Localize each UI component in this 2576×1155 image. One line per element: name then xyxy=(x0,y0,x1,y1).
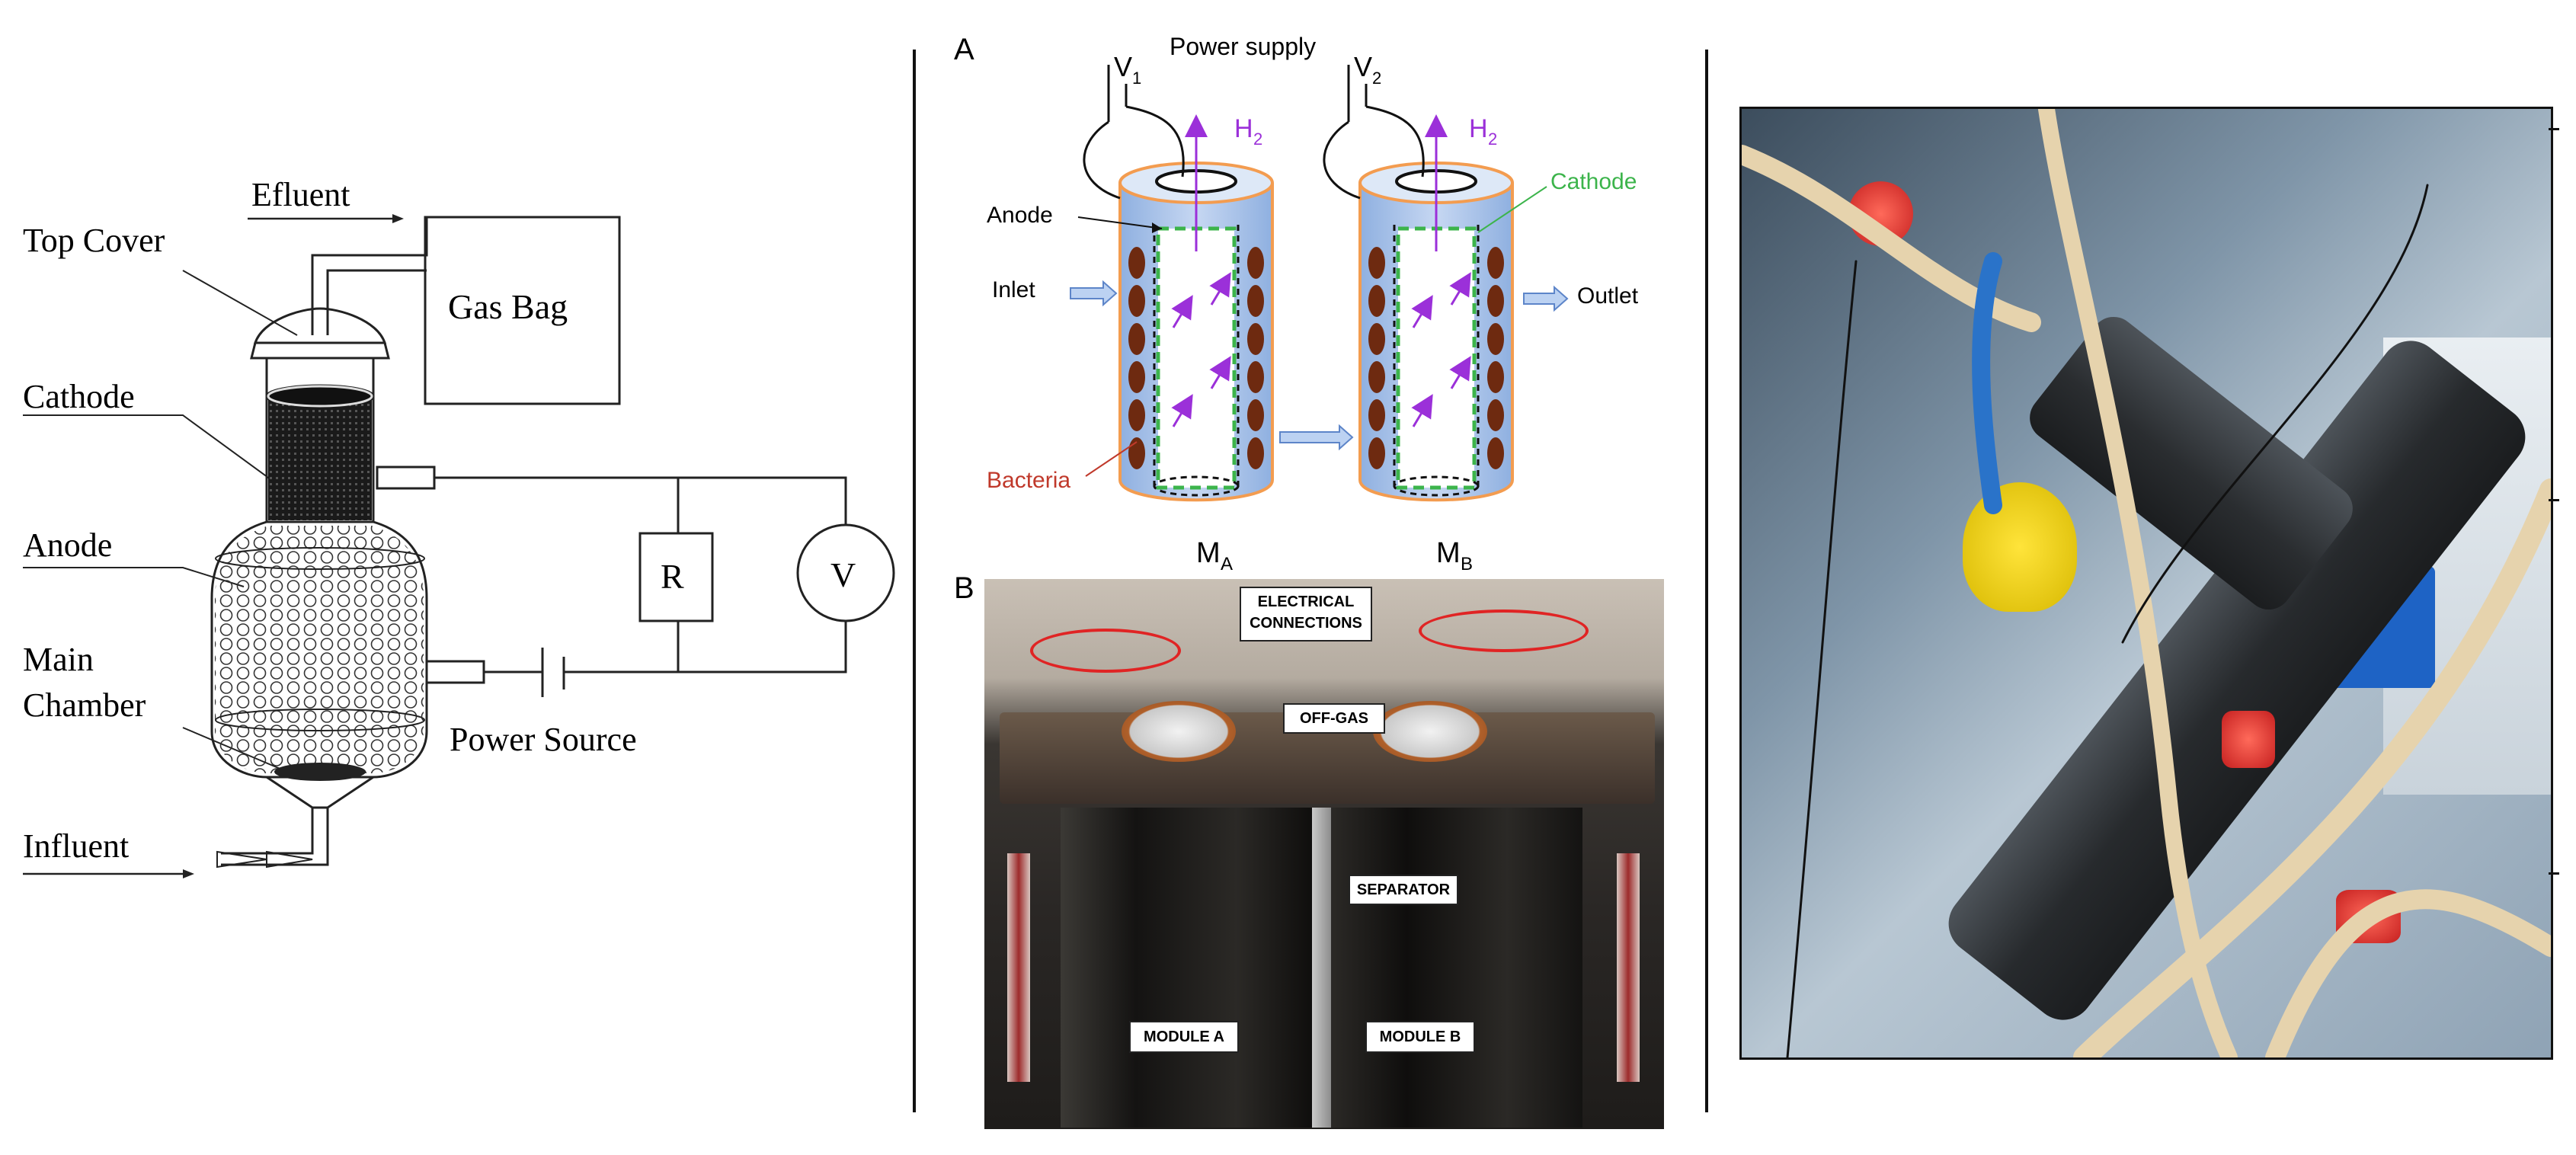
lab-tubing xyxy=(1742,109,2551,1057)
label-gas-bag: Gas Bag xyxy=(448,287,568,326)
tick-mark-3 xyxy=(2549,872,2559,875)
label-chamber: Chamber xyxy=(23,686,146,724)
label-h2-right: H xyxy=(1469,114,1488,143)
label-outlet: Outlet xyxy=(1577,283,1639,309)
label-h2-right-sub: 2 xyxy=(1488,130,1497,149)
label-section-b: B xyxy=(954,571,974,605)
label-voltmeter: V xyxy=(830,555,856,594)
label-module-a: MODULE A xyxy=(1129,1021,1239,1053)
label-bacteria: Bacteria xyxy=(987,468,1070,493)
label-power-source: Power Source xyxy=(450,721,637,758)
label-resistor: R xyxy=(661,557,684,596)
label-main: Main xyxy=(23,641,94,678)
bacteria-cells xyxy=(1128,247,1504,469)
label-h2-left-sub: 2 xyxy=(1253,130,1262,149)
off-gas-port-left xyxy=(1122,701,1236,762)
label-h2-left: H xyxy=(1234,114,1253,143)
divider-right xyxy=(1705,50,1708,1112)
label-mb-sub: B xyxy=(1461,554,1473,574)
label-inlet: Inlet xyxy=(992,277,1035,302)
red-cap-mid xyxy=(2222,711,2275,768)
label-electrical-line1: ELECTRICAL xyxy=(1257,593,1355,610)
lab-photo-frame xyxy=(1739,107,2553,1060)
voltmeter-circle xyxy=(796,523,895,622)
label-ma-sub: A xyxy=(1221,554,1233,574)
label-section-a: A xyxy=(954,33,974,66)
off-gas-port-right xyxy=(1373,701,1487,762)
tick-mark-2 xyxy=(2549,499,2559,501)
chamber-a xyxy=(1061,808,1312,1128)
label-separator: SEPARATOR xyxy=(1349,875,1458,905)
label-top-cover: Top Cover xyxy=(23,222,165,259)
reactor-schematic: Efluent Top Cover Gas Bag Cathode Anode … xyxy=(23,176,895,878)
label-off-gas: OFF-GAS xyxy=(1283,703,1385,734)
chamber-b xyxy=(1331,808,1582,1128)
yellow-cap xyxy=(1963,482,2077,612)
label-efluent: Efluent xyxy=(251,176,350,213)
tube-ma xyxy=(1118,162,1274,502)
label-v2-sub: 2 xyxy=(1372,69,1381,88)
label-anode-a: Anode xyxy=(987,203,1053,228)
label-ma: M xyxy=(1196,537,1221,569)
resistor-box xyxy=(638,532,714,622)
label-v1: V xyxy=(1114,51,1132,82)
gas-bag-box xyxy=(424,216,621,405)
label-cathode-a: Cathode xyxy=(1550,169,1637,194)
side-tube-right xyxy=(1617,853,1640,1082)
label-v2: V xyxy=(1354,51,1372,82)
highlight-ellipse-right xyxy=(1419,609,1589,652)
label-mb: M xyxy=(1436,537,1461,569)
label-cathode: Cathode xyxy=(23,378,135,415)
label-module-b: MODULE B xyxy=(1365,1021,1475,1053)
module-schematic-a: A Power supply xyxy=(954,33,1639,574)
label-anode: Anode xyxy=(23,526,112,564)
divider-left xyxy=(913,50,916,1112)
label-v1-sub: 1 xyxy=(1132,69,1141,88)
h2-flow-arrows xyxy=(1171,114,1471,427)
label-influent: Influent xyxy=(23,827,129,865)
label-power-supply: Power supply xyxy=(1170,33,1316,60)
tick-mark-1 xyxy=(2549,128,2559,130)
side-tube-left xyxy=(1007,853,1030,1082)
highlight-ellipse-left xyxy=(1030,629,1181,673)
label-electrical-line2: CONNECTIONS xyxy=(1250,615,1362,632)
label-electrical-connections: ELECTRICAL CONNECTIONS xyxy=(1240,587,1372,641)
separator-plate xyxy=(1312,808,1331,1128)
module-photo: ELECTRICAL CONNECTIONS OFF-GAS SEPARATOR… xyxy=(984,579,1664,1129)
